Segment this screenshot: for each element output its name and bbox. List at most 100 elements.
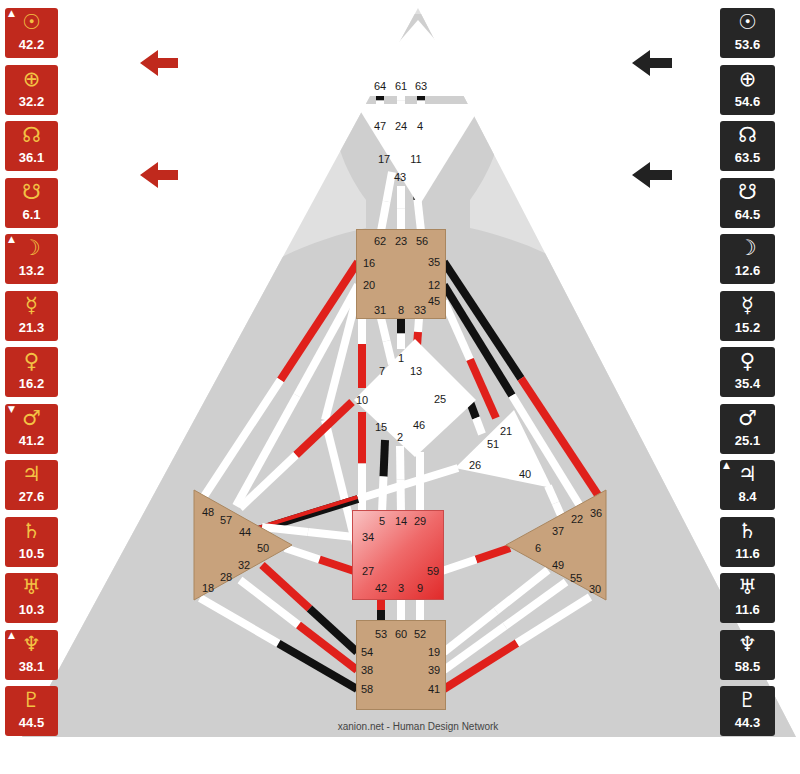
gate-line-value: 21.3 bbox=[5, 320, 58, 336]
energy-center: 646163 bbox=[352, 20, 484, 96]
channel-half bbox=[325, 420, 356, 545]
gate-number: 1 bbox=[398, 352, 404, 364]
gate-line-value: 32.2 bbox=[5, 94, 58, 110]
channel-half bbox=[285, 548, 320, 560]
channel-half bbox=[397, 209, 405, 232]
planet-symbol: ♆ bbox=[720, 632, 775, 656]
gate-number: 10 bbox=[356, 394, 368, 406]
planet-box: ♇44.5 bbox=[5, 686, 58, 736]
gate-number: 20 bbox=[363, 279, 375, 291]
direction-marker: ▼ bbox=[8, 404, 15, 414]
planet-symbol: ♄ bbox=[720, 519, 775, 543]
center-triangle bbox=[352, 20, 484, 96]
gate-number: 58 bbox=[361, 683, 373, 695]
gate-number: 56 bbox=[416, 235, 428, 247]
gate-number: 54 bbox=[361, 646, 373, 658]
planet-box: ☿15.2 bbox=[720, 291, 775, 341]
planet-symbol: ☿ bbox=[720, 293, 775, 317]
planet-box: ♃27.6 bbox=[5, 460, 58, 510]
channel-half bbox=[396, 446, 405, 480]
planet-symbol: ⊕ bbox=[720, 67, 775, 91]
gate-number: 23 bbox=[395, 235, 407, 247]
planet-box: ⊕32.2 bbox=[5, 65, 58, 115]
gate-number: 47 bbox=[374, 120, 386, 132]
channel-line bbox=[200, 598, 357, 689]
gate-number: 40 bbox=[519, 468, 531, 480]
planet-box: ♄ 11.6 bbox=[720, 517, 775, 567]
gate-line-value: 38.1 bbox=[5, 659, 58, 675]
channel-half bbox=[418, 318, 419, 332]
channel-half bbox=[444, 262, 521, 379]
channel-line bbox=[444, 262, 598, 495]
design-arrow bbox=[140, 162, 178, 188]
gate-number: 25 bbox=[434, 393, 446, 405]
channel-half bbox=[381, 202, 387, 232]
channel-line bbox=[381, 318, 392, 364]
gate-number: 11 bbox=[410, 153, 421, 165]
planet-box: ☋64.5 bbox=[720, 178, 775, 228]
planet-box: ☋6.1 bbox=[5, 178, 58, 228]
energy-center: 47244171143 bbox=[356, 104, 482, 206]
gate-number: 59 bbox=[427, 565, 439, 577]
channel-half bbox=[381, 318, 387, 341]
channel-half bbox=[397, 318, 405, 334]
gate-number: 5 bbox=[379, 515, 385, 527]
energy-center: 514293427594239 bbox=[352, 510, 444, 600]
gate-number: 35 bbox=[428, 256, 440, 268]
channel-half bbox=[310, 609, 358, 653]
channel-half bbox=[416, 483, 424, 514]
gate-line-value: 11.6 bbox=[720, 602, 775, 618]
channel-half bbox=[236, 396, 297, 507]
center-square bbox=[353, 511, 444, 600]
gate-number: 53 bbox=[375, 628, 387, 640]
gate-number: 2 bbox=[397, 431, 403, 443]
gate-number: 31 bbox=[374, 304, 386, 316]
planet-box: ▲♃8.4 bbox=[720, 460, 775, 510]
gate-line-value: 64.5 bbox=[720, 207, 775, 223]
direction-marker: ▲ bbox=[8, 630, 15, 640]
planet-symbol: ♇ bbox=[5, 688, 58, 712]
gate-number: 7 bbox=[379, 365, 385, 377]
channel-line bbox=[401, 598, 402, 622]
gate-line-value: 11.6 bbox=[720, 546, 775, 562]
channel-half bbox=[279, 644, 358, 690]
channel-half bbox=[296, 402, 352, 455]
planet-symbol: ☉ bbox=[720, 10, 775, 34]
channel-line bbox=[401, 186, 402, 231]
planet-box: ▲☽13.2 bbox=[5, 234, 58, 284]
channel-half bbox=[358, 412, 366, 464]
planet-symbol: ☿ bbox=[5, 293, 58, 317]
channel-line bbox=[444, 597, 590, 689]
channel-line bbox=[381, 172, 392, 231]
planet-box: ☽12.6 bbox=[720, 234, 775, 284]
gate-number: 41 bbox=[428, 683, 440, 695]
gate-number: 55 bbox=[570, 572, 582, 584]
head-silhouette bbox=[22, 14, 796, 737]
channel-half bbox=[320, 560, 355, 572]
channel-line bbox=[401, 318, 402, 349]
gate-number: 17 bbox=[378, 153, 390, 165]
gate-line-value: 16.2 bbox=[5, 376, 58, 392]
gate-number: 49 bbox=[552, 559, 564, 571]
gate-number: 50 bbox=[257, 542, 269, 554]
channel-half bbox=[240, 580, 299, 625]
channel-half bbox=[444, 626, 505, 670]
center-outline bbox=[454, 410, 552, 490]
channel-line bbox=[382, 440, 385, 513]
planet-symbol: ♂ bbox=[720, 406, 775, 430]
channel-half bbox=[476, 548, 510, 560]
gate-number: 43 bbox=[394, 171, 406, 183]
channel-half bbox=[200, 598, 279, 644]
planet-box: ♇44.3 bbox=[720, 686, 775, 736]
gate-number: 32 bbox=[238, 559, 250, 571]
gate-line-value: 63.5 bbox=[720, 150, 775, 166]
gate-number: 52 bbox=[414, 628, 426, 640]
gate-number: 8 bbox=[398, 304, 404, 316]
gate-number: 3 bbox=[398, 582, 404, 594]
planet-box: ☉53.6 bbox=[720, 8, 775, 58]
planet-symbol: ♅ bbox=[720, 575, 775, 599]
channel-line bbox=[442, 548, 510, 571]
channel-half bbox=[397, 186, 405, 209]
gate-line-value: 6.1 bbox=[5, 207, 58, 223]
